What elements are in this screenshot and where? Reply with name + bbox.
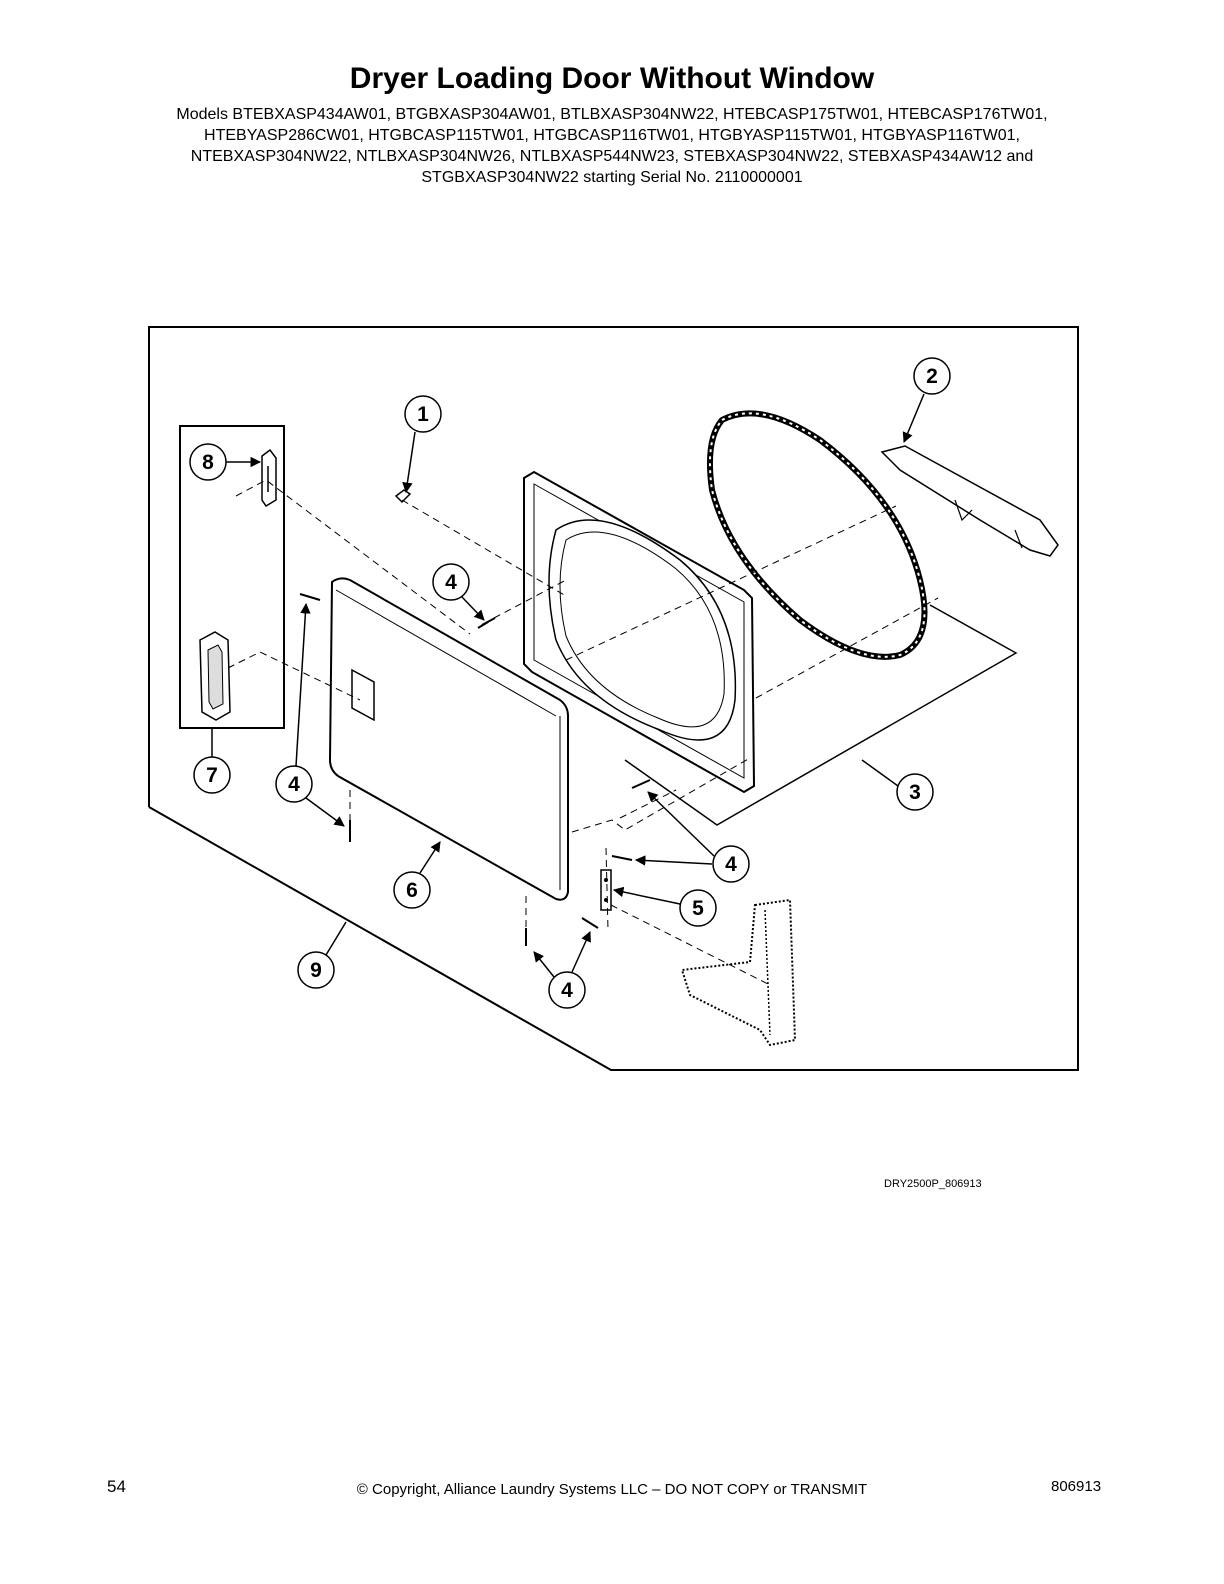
copyright-notice: © Copyright, Alliance Laundry Systems LL… [356, 1481, 868, 1498]
callout-8-label: 8 [202, 451, 214, 474]
callout-4d-label: 4 [561, 979, 573, 1002]
door-seal-ring [707, 410, 928, 660]
model-line-4: STGBXASP304NW22 starting Serial No. 2110… [421, 169, 803, 186]
callout-7: 7 [193, 728, 231, 794]
callout-5-label: 5 [692, 897, 704, 920]
callout-2: 2 [902, 357, 951, 443]
inner-door-panel [523, 470, 756, 794]
latch-strike-part [261, 448, 277, 508]
callout-3: 3 [861, 759, 934, 811]
cabinet-corner [680, 898, 797, 1047]
outer-door-panel [328, 577, 569, 901]
page-number: 54 [107, 1477, 126, 1496]
door-handle-part [199, 631, 231, 721]
callout-3-label: 3 [909, 781, 921, 804]
callout-9-label: 9 [310, 959, 322, 982]
assembly-frame [148, 326, 1079, 1071]
callout-1: 1 [402, 395, 442, 494]
callout-4a: 4 [432, 563, 485, 621]
model-line-3: NTEBXASP304NW22, NTLBXASP304NW26, NTLBXA… [190, 148, 1034, 165]
callout-9: 9 [297, 921, 347, 989]
figure-reference: DRY2500P_806913 [884, 1178, 982, 1190]
handle-detail-box [179, 425, 285, 729]
callout-2-label: 2 [926, 365, 938, 388]
callout-4c-label: 4 [725, 853, 737, 876]
document-number: 806913 [1051, 1478, 1102, 1495]
model-line-2: HTEBYASP286CW01, HTGBCASP115TW01, HTGBCA… [204, 127, 1020, 144]
callout-4b: 4 [275, 602, 345, 827]
callout-5: 5 [612, 886, 717, 927]
inner-panel-outline [624, 604, 1018, 826]
callout-8: 8 [189, 443, 262, 481]
assembly-lines [227, 479, 939, 986]
callout-4c: 4 [634, 791, 750, 883]
callout-7-label: 7 [206, 764, 218, 787]
model-list: Models BTEBXASP434AW01, BTGBXASP304AW01,… [92, 104, 1132, 188]
model-line-1: Models BTEBXASP434AW01, BTGBXASP304AW01,… [176, 106, 1048, 123]
hinge-part [600, 869, 612, 911]
callout-4b-label: 4 [288, 773, 300, 796]
door-duct-part [880, 445, 1059, 557]
callout-6: 6 [393, 841, 441, 909]
screws [299, 489, 651, 946]
callout-1-label: 1 [417, 403, 429, 426]
callout-6-label: 6 [406, 879, 418, 902]
callout-4d: 4 [533, 931, 591, 1009]
callout-4a-label: 4 [445, 571, 457, 594]
page-title: Dryer Loading Door Without Window [349, 62, 875, 95]
